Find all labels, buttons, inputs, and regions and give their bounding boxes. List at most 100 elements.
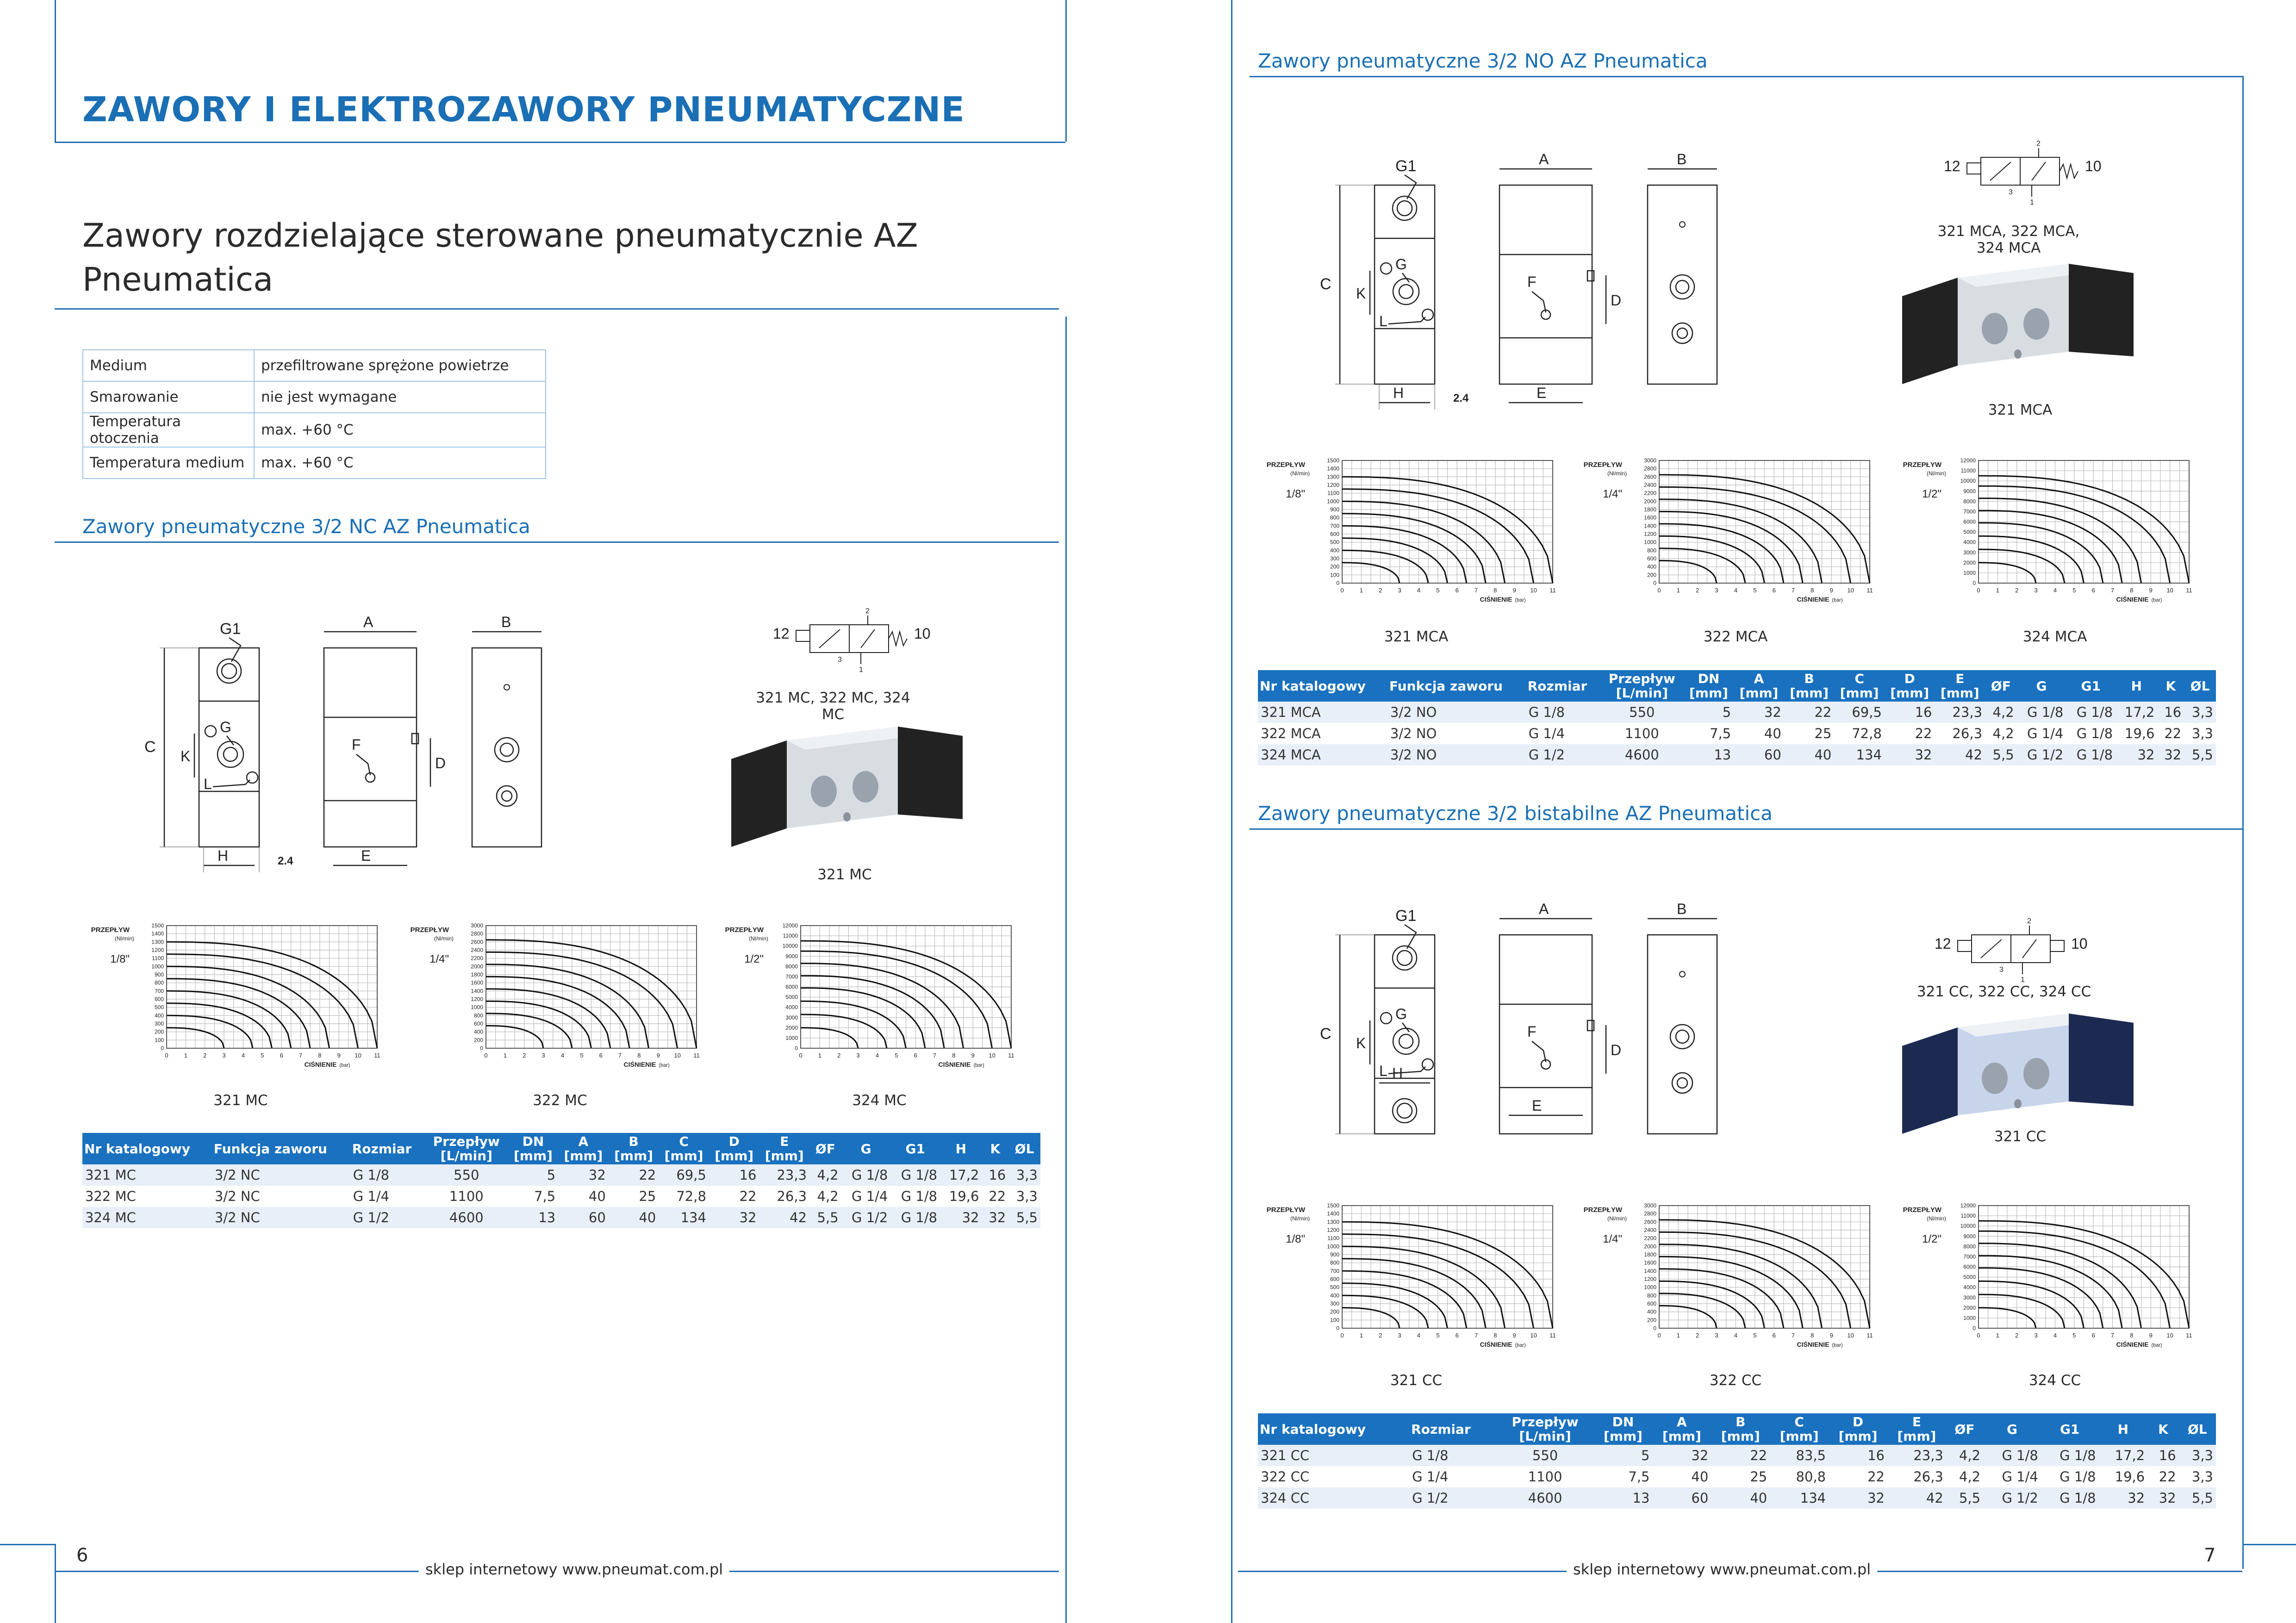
table-cell: 17,2	[2098, 1445, 2148, 1466]
y-axis-unit: (Nl/min)	[115, 935, 134, 942]
table-header-cell: Nr katalogowy	[1258, 1413, 1410, 1445]
header-unit: [mm]	[1721, 1429, 1760, 1444]
flow-curve	[1979, 1267, 2104, 1329]
leader-f	[1531, 1041, 1547, 1063]
flow-curve	[1342, 1270, 1468, 1329]
pilot-left	[796, 630, 810, 642]
table-cell: 40	[608, 1207, 659, 1228]
x-axis-unit: (bar)	[1832, 1343, 1843, 1348]
table-cell: 22	[1711, 1445, 1770, 1466]
table-cell: G 1/8	[1409, 1445, 1497, 1466]
flow-chart-svg: 0100200300400500600700800900100011001200…	[1267, 457, 1556, 603]
table-cell: 3/2 NC	[212, 1186, 350, 1207]
table-cell: G 1/4	[841, 1186, 891, 1207]
x-tick-label: 1	[504, 1052, 507, 1059]
left-body-edge	[1065, 317, 1067, 1623]
y-tick-label: 400	[1330, 1292, 1339, 1299]
x-tick-label: 5	[261, 1052, 264, 1059]
symbol-caption-nc: 321 MC, 322 MC, 324 MC	[756, 690, 910, 723]
y-axis-label: PRZEPŁYW	[1584, 1206, 1623, 1214]
symbol-caption-no-line2: 324 MCA	[1976, 240, 2041, 256]
flow-curve	[1979, 1220, 2190, 1329]
table-cell: G 1/2	[350, 1207, 425, 1228]
y-tick-label: 11000	[1961, 1213, 1976, 1219]
y-axis-label: PRZEPŁYW	[91, 926, 130, 934]
flow-curve	[801, 987, 926, 1049]
valve-photo-no	[1893, 259, 2143, 400]
y-tick-label: 1100	[152, 955, 164, 962]
x-tick-label: 3	[1715, 1332, 1718, 1339]
flow-curve	[1659, 1268, 1785, 1329]
page-number: 6	[76, 1545, 88, 1566]
table-cell: 1100	[1496, 1466, 1594, 1487]
header-main: E	[780, 1134, 789, 1149]
flow-curve	[801, 963, 964, 1049]
x-tick-label: 4	[1417, 587, 1420, 594]
right-section1-rule	[1250, 76, 2242, 77]
table-cell: G 1/8	[2066, 744, 2116, 765]
table-header-cell: Nr katalogowy	[1258, 670, 1388, 702]
end-cap-left	[731, 740, 787, 847]
port-size-label: 1/4"	[429, 953, 449, 965]
left-page-num-rule	[0, 1544, 55, 1545]
header-main: A	[1754, 671, 1764, 686]
x-tick-label: 1	[1677, 587, 1680, 594]
x-tick-label: 6	[1773, 587, 1776, 594]
flow-curve	[486, 976, 630, 1049]
x-tick-label: 8	[1811, 587, 1814, 594]
table-cell: 13	[508, 1207, 559, 1228]
label-g1: G1	[1395, 157, 1416, 175]
flow-curve	[1979, 485, 2171, 584]
y-tick-label: 800	[1330, 1260, 1339, 1266]
section-heading-line1: Zawory rozdzielające sterowane pneumatyc…	[82, 217, 918, 255]
table-cell: 16	[982, 1164, 1009, 1186]
valve-body	[787, 727, 898, 828]
y-tick-label: 0	[1336, 1325, 1339, 1331]
leader-g1	[229, 637, 242, 662]
table-cell: 3/2 NO	[1387, 702, 1526, 723]
flow-curve	[1342, 1245, 1506, 1329]
y-tick-label: 800	[1647, 1292, 1656, 1299]
header-unit: [mm]	[1689, 685, 1728, 701]
x-tick-label: 6	[599, 1052, 603, 1059]
y-tick-label: 2000	[785, 1025, 798, 1031]
x-tick-label: 9	[1513, 587, 1516, 594]
x-tick-label: 2	[1379, 587, 1382, 594]
table-header-cell: G1	[890, 1133, 940, 1164]
label-g1: G1	[1395, 907, 1416, 925]
x-tick-label: 7	[933, 1052, 936, 1059]
y-tick-label: 400	[1647, 564, 1656, 570]
side-view-body	[323, 647, 417, 848]
x-tick-label: 5	[895, 1052, 898, 1059]
table-cell: 22	[709, 1186, 759, 1207]
y-tick-label: 1400	[471, 988, 483, 994]
table-cell: 23,3	[1887, 1445, 1946, 1466]
label-e: E	[1532, 1097, 1542, 1114]
port-g1-circle	[216, 658, 242, 684]
table-cell: 40	[558, 1186, 609, 1207]
table-cell: 13	[1593, 1487, 1653, 1509]
y-tick-label: 1600	[1644, 1260, 1656, 1266]
y-tick-label: 1400	[1327, 1211, 1339, 1217]
port-size-label: 1/4"	[1603, 1233, 1622, 1245]
x-tick-label: 8	[2130, 587, 2133, 594]
x-tick-label: 11	[2186, 587, 2192, 594]
table-cell: 324 CC	[1258, 1487, 1410, 1509]
table-header-cell: ØL	[2178, 1413, 2216, 1445]
table-cell: 60	[1652, 1487, 1711, 1509]
table-cell: G 1/4	[1525, 723, 1600, 744]
table-cell: 3,3	[1008, 1164, 1040, 1186]
right-section2-rule	[1250, 828, 2242, 830]
y-tick-label: 10000	[1960, 1223, 1976, 1229]
header-unit: [mm]	[1838, 1429, 1878, 1444]
y-tick-label: 0	[1336, 580, 1339, 586]
left-lower-edge	[55, 1544, 56, 1623]
y-tick-label: 2800	[471, 931, 483, 937]
table-cell: 7,5	[1593, 1466, 1653, 1487]
table-cell: 5,5	[2184, 744, 2216, 765]
x-tick-label: 6	[914, 1052, 917, 1059]
